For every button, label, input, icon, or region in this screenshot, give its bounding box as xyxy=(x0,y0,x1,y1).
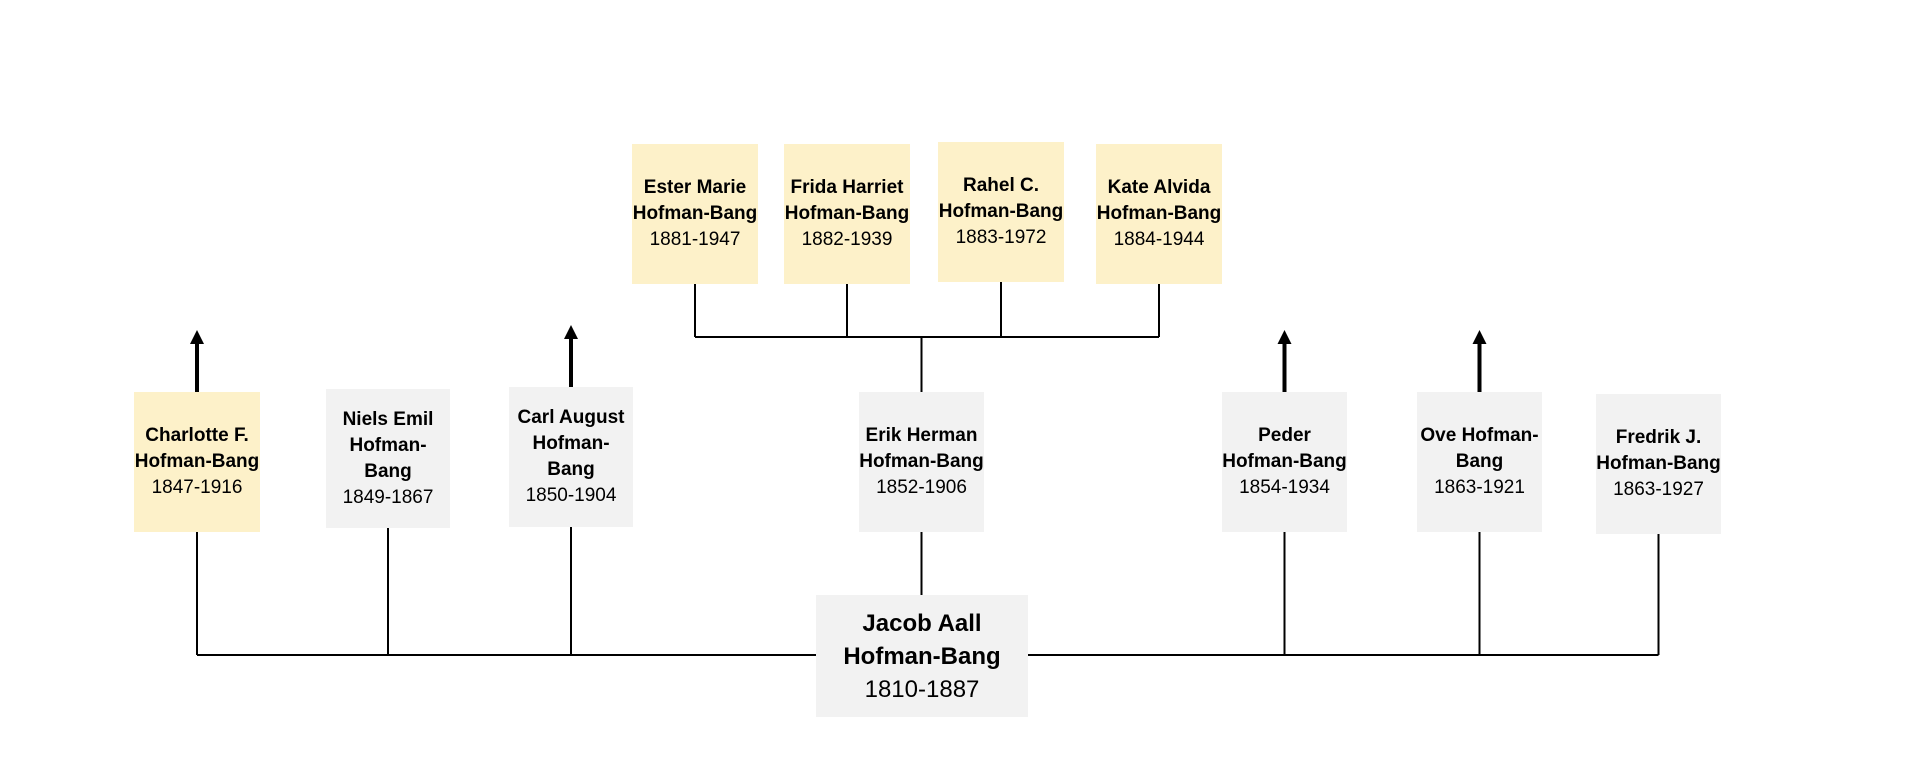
ancestry-arrow-ove-head xyxy=(1472,330,1487,344)
person-years: 1810-1887 xyxy=(864,675,980,703)
person-name: Jacob Aall Hofman-Bang xyxy=(843,609,1001,670)
person-box-erik: Erik Herman Hofman-Bang 1852-1906 xyxy=(859,392,984,532)
person-box-kate: Kate Alvida Hofman-Bang 1884-1944 xyxy=(1096,144,1222,284)
person-box-niels: Niels Emil Hofman-Bang 1849-1867 xyxy=(326,389,450,528)
person-years: 1852-1906 xyxy=(876,477,967,498)
person-name: Frida Harriet Hofman-Bang xyxy=(784,177,910,224)
person-years: 1863-1921 xyxy=(1434,477,1525,498)
ancestry-arrow-charlotte-head xyxy=(190,330,204,344)
person-box-charlotte: Charlotte F. Hofman-Bang 1847-1916 xyxy=(134,392,260,532)
ancestry-arrow-peder-head xyxy=(1277,330,1292,344)
person-years: 1884-1944 xyxy=(1113,229,1205,250)
person-box-carl: Carl August Hofman-Bang 1850-1904 xyxy=(509,387,633,527)
person-name: Niels Emil Hofman-Bang xyxy=(342,408,434,482)
person-years: 1882-1939 xyxy=(801,229,893,250)
root-person-box: Jacob Aall Hofman-Bang 1810-1887 xyxy=(816,595,1028,717)
person-box-frida: Frida Harriet Hofman-Bang 1882-1939 xyxy=(784,144,910,284)
person-box-ove: Ove Hofman-Bang 1863-1921 xyxy=(1417,392,1542,532)
person-name: Fredrik J. Hofman-Bang xyxy=(1596,427,1721,474)
person-box-ester: Ester Marie Hofman-Bang 1881-1947 xyxy=(632,144,758,284)
person-years: 1863-1927 xyxy=(1613,479,1704,500)
person-years: 1854-1934 xyxy=(1239,477,1330,498)
person-name: Carl August Hofman-Bang xyxy=(517,407,625,480)
person-years: 1883-1972 xyxy=(955,227,1047,248)
person-box-rahel: Rahel C. Hofman-Bang 1883-1972 xyxy=(938,142,1064,282)
person-name: Charlotte F. Hofman-Bang xyxy=(134,425,260,472)
person-years: 1847-1916 xyxy=(151,477,243,498)
person-name: Ester Marie Hofman-Bang xyxy=(632,177,758,224)
person-name: Peder Hofman-Bang xyxy=(1222,425,1347,472)
person-years: 1850-1904 xyxy=(525,485,617,506)
person-years: 1849-1867 xyxy=(342,486,434,508)
person-name: Erik Herman Hofman-Bang xyxy=(859,425,984,472)
person-box-fredrik: Fredrik J. Hofman-Bang 1863-1927 xyxy=(1596,394,1721,534)
person-years: 1881-1947 xyxy=(649,229,741,250)
ancestry-arrow-carl-head xyxy=(564,325,578,339)
person-name: Kate Alvida Hofman-Bang xyxy=(1096,177,1222,224)
person-box-peder: Peder Hofman-Bang 1854-1934 xyxy=(1222,392,1347,532)
person-name: Ove Hofman-Bang xyxy=(1420,425,1539,472)
person-name: Rahel C. Hofman-Bang xyxy=(938,175,1064,222)
